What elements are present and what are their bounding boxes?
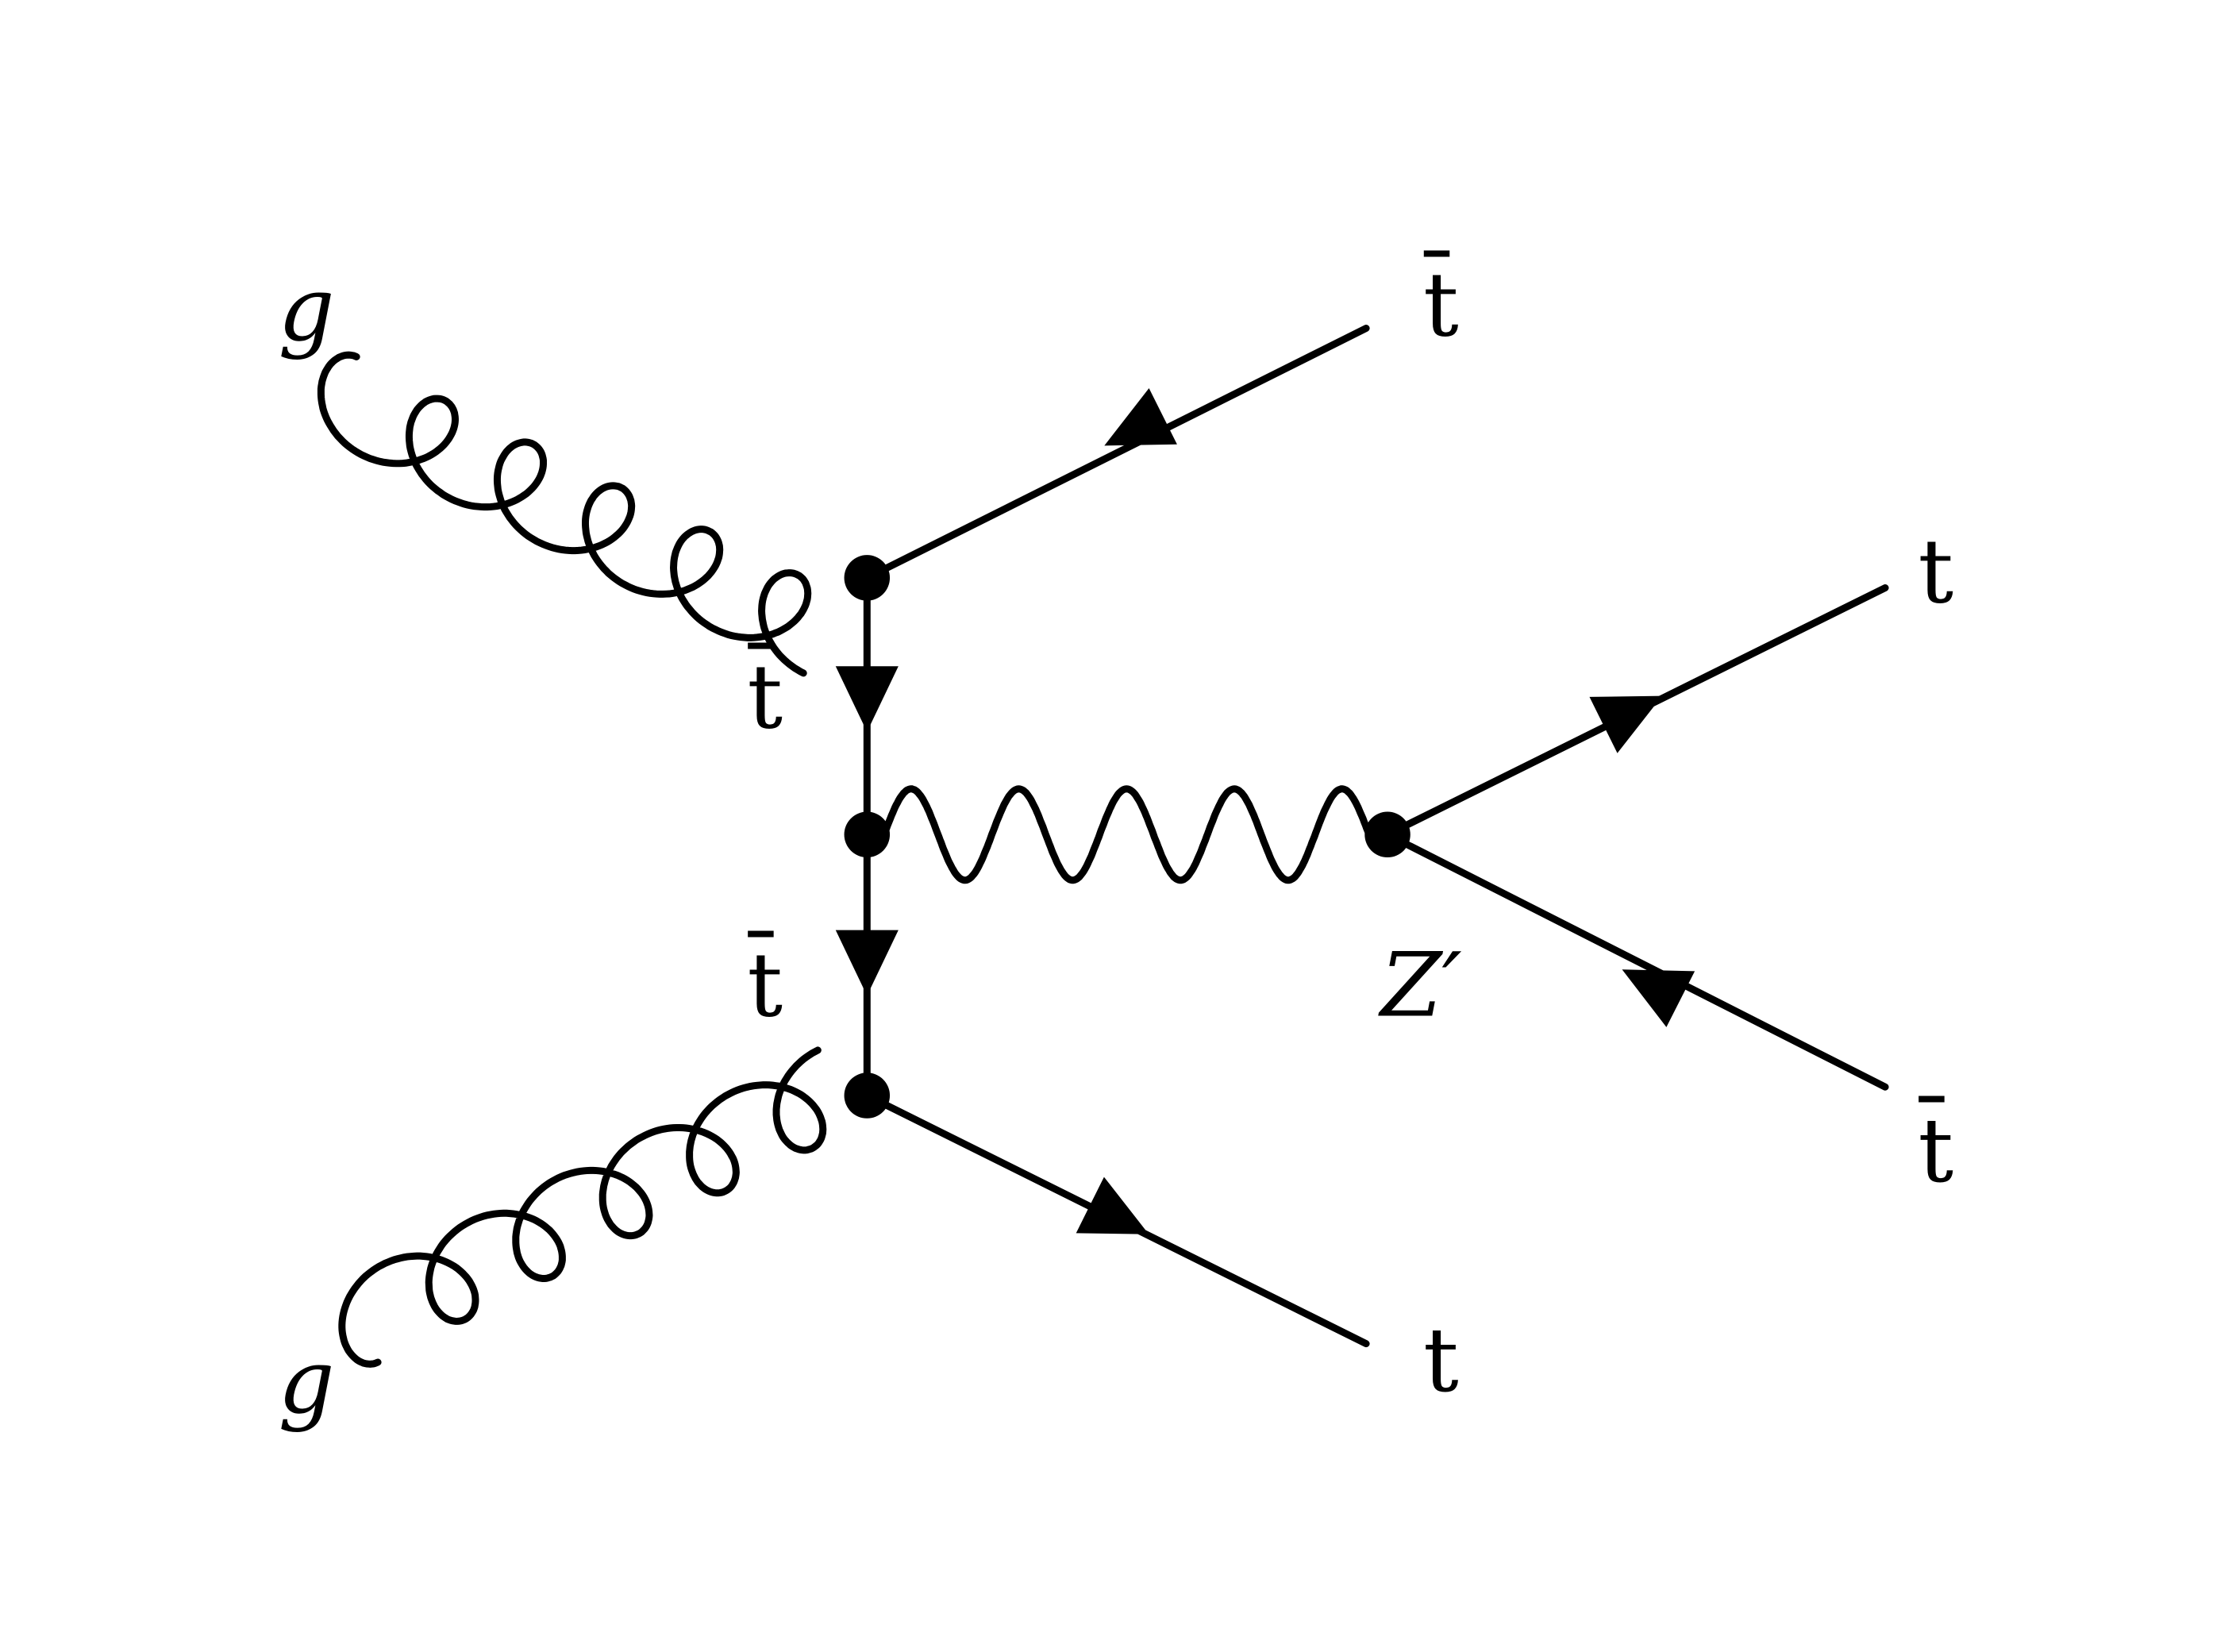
vertex-bottom (844, 1072, 891, 1119)
arrowheads (835, 388, 1695, 1234)
vertex-middle (844, 811, 891, 858)
arrow-propagator-upper-icon (835, 666, 899, 732)
gluon-line-top (317, 351, 812, 677)
arrow-top-from-zprime-icon (1589, 695, 1663, 753)
antitop-from-zprime-line (1384, 830, 1889, 1091)
arrow-antitop-from-zprime-icon (1622, 969, 1695, 1027)
arrow-top-bottom-right-icon (1076, 1176, 1149, 1234)
label-gluon-top: g (278, 259, 334, 361)
arrow-antitop-top-right-icon (1104, 388, 1177, 446)
label-propagator-upper: t̄ (747, 641, 783, 749)
label-antitop-from-zprime: t̄ (1918, 1095, 1953, 1203)
label-gluon-bottom: g (278, 1331, 334, 1434)
zprime-wavy-line (880, 785, 1373, 884)
label-antitop-top-right: t̄ (1423, 248, 1459, 356)
arrow-propagator-lower-icon (835, 930, 899, 996)
antitop-outgoing-line-top (863, 325, 1370, 582)
gluon-line-bottom (338, 1046, 827, 1368)
label-top-bottom-right: t (1423, 1310, 1459, 1412)
label-top-from-zprime: t (1918, 521, 1953, 623)
vertex-zprime (1364, 811, 1410, 858)
vertex-top (844, 555, 891, 601)
label-propagator-lower: t̄ (747, 929, 783, 1037)
label-zprime: Z′ (1378, 934, 1462, 1037)
